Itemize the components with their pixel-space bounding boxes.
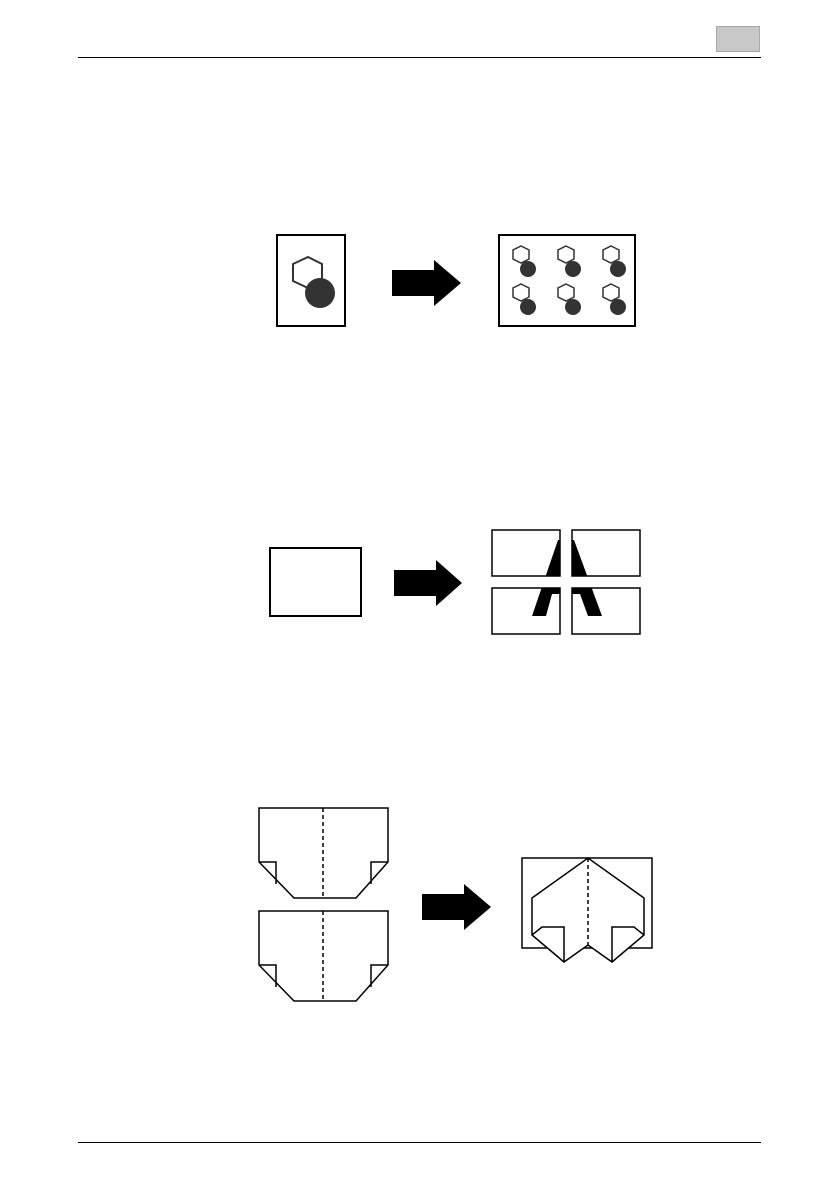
book-copy-output — [522, 858, 652, 962]
repeated-page — [499, 235, 635, 326]
header-rule — [78, 57, 761, 58]
original-page — [277, 235, 345, 326]
right-arrow-icon — [394, 560, 462, 606]
image-repeat-figure — [270, 228, 650, 338]
poster-enlarge-figure — [262, 522, 652, 642]
original-page — [270, 548, 361, 616]
right-arrow-icon — [422, 884, 491, 930]
poster-tiles — [492, 530, 640, 634]
book-spread-top — [259, 808, 388, 898]
footer-rule — [78, 1142, 761, 1143]
right-arrow-icon — [392, 260, 461, 306]
book-copy-figure — [250, 800, 660, 1010]
book-spread-bottom — [259, 911, 388, 1001]
page-number-tab — [716, 26, 760, 52]
